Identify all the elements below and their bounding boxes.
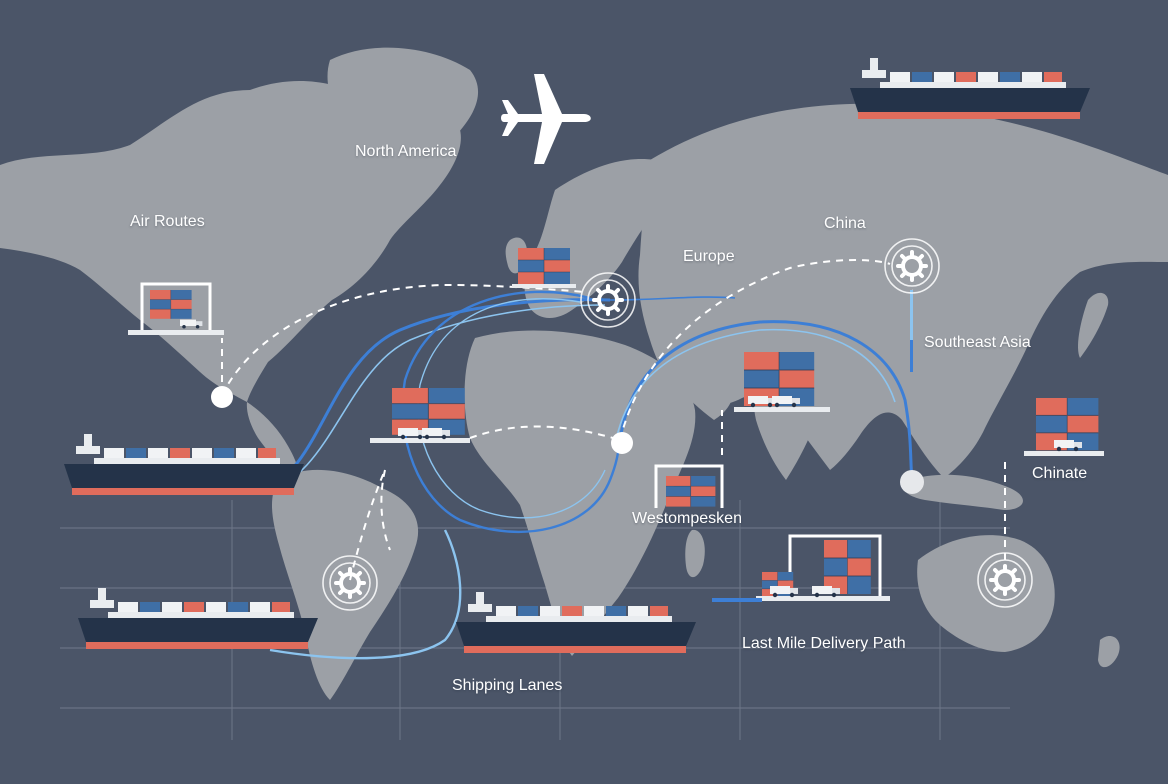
warehouse-india	[734, 351, 830, 412]
airplane-icon	[501, 74, 591, 164]
route-south-atlantic	[269, 529, 462, 660]
japan-landmass	[1077, 292, 1109, 358]
route-loop-inner	[417, 298, 606, 519]
route-europe-asia	[609, 296, 736, 301]
warehouse-north-america	[128, 282, 224, 335]
label-westompesken: Westompesken	[632, 510, 742, 527]
label-shipping-lanes: Shipping Lanes	[452, 677, 563, 694]
central-america-landmass	[246, 402, 299, 478]
madagascar-landmass	[685, 529, 705, 578]
cargo-ship-icon	[850, 58, 1090, 119]
container-stack-icon	[665, 475, 716, 507]
label-chinate: Chinate	[1032, 465, 1088, 482]
label-europe: Europe	[683, 248, 735, 265]
cargo-ship-icon	[78, 588, 318, 649]
south-america-landmass	[271, 469, 419, 700]
route-asia-light	[614, 328, 896, 446]
label-last-mile-delivery: Last Mile Delivery Path	[742, 635, 906, 652]
air-route-northeast	[619, 259, 891, 441]
route-atlantic-blue	[264, 298, 611, 490]
warehouse-europe	[512, 247, 576, 288]
arabia-landmass	[660, 358, 734, 420]
air-route-northwest	[221, 283, 586, 396]
warehouse-last-mile	[712, 534, 890, 602]
container-stack-icon	[149, 289, 192, 320]
air-routes-dashed	[221, 259, 1006, 581]
australia-landmass	[917, 535, 1055, 652]
waypoint-dot	[211, 386, 233, 408]
north-america-landmass	[0, 80, 461, 402]
label-southeast-asia: Southeast Asia	[924, 334, 1031, 351]
air-route-south	[469, 425, 621, 441]
china-connector	[910, 290, 913, 340]
air-route-brazil-b	[380, 469, 391, 551]
warehouse-west-africa	[370, 387, 470, 443]
label-china: China	[824, 215, 866, 232]
container-stack-icon	[823, 539, 872, 595]
route-lines	[261, 290, 914, 660]
air-route-brazil	[349, 469, 386, 581]
greenland-landmass	[327, 47, 479, 218]
container-stack-icon	[391, 387, 466, 436]
waypoints	[211, 386, 924, 494]
warehouse-east-africa	[654, 464, 724, 508]
container-stack-icon	[517, 247, 571, 285]
china-connector-dark	[910, 340, 913, 372]
waypoint-dot	[611, 432, 633, 454]
label-north-america: North America	[355, 143, 457, 160]
new-zealand-landmass	[1098, 635, 1120, 668]
indonesia-landmass	[904, 474, 1023, 510]
africa-landmass	[464, 330, 696, 656]
route-loop-outer	[401, 290, 622, 533]
label-air-routes: Air Routes	[130, 213, 205, 230]
waypoint-dot	[900, 470, 924, 494]
warehouse-chinate	[1024, 397, 1104, 456]
route-atlantic-light	[261, 304, 606, 493]
